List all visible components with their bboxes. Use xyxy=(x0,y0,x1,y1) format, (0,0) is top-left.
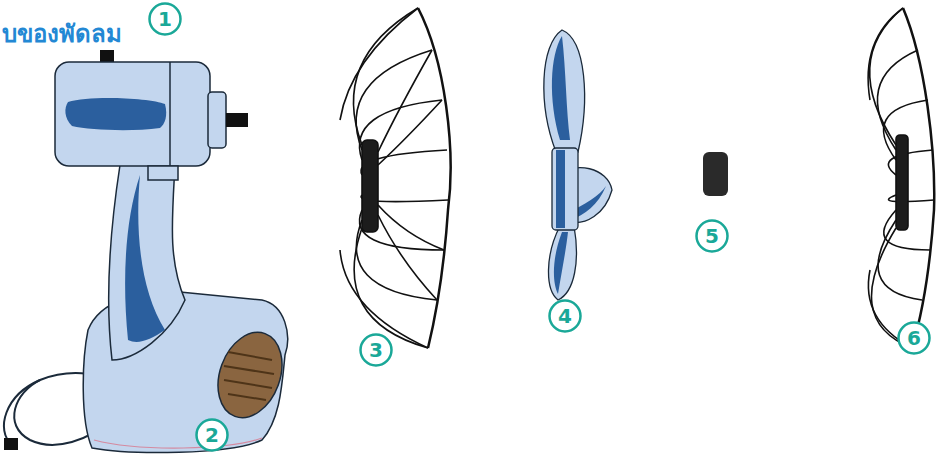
callout-number: 1 xyxy=(148,2,182,36)
fan-blades xyxy=(544,30,612,300)
rear-grill xyxy=(340,8,451,348)
callout-number: 3 xyxy=(359,333,393,367)
fan-body xyxy=(4,50,293,453)
spinner-cap xyxy=(703,152,728,196)
front-grill xyxy=(868,8,934,348)
callout-label: 2 xyxy=(205,423,219,447)
callout-label: 3 xyxy=(369,338,383,362)
callout-number: 5 xyxy=(695,219,729,253)
callout-label: 5 xyxy=(705,224,719,248)
callout-label: 4 xyxy=(558,304,572,328)
callout-number: 2 xyxy=(195,418,229,452)
callout-number: 6 xyxy=(897,321,931,355)
title: บของพัดลม xyxy=(2,14,122,53)
callout-label: 6 xyxy=(907,326,921,350)
callout-label: 1 xyxy=(158,7,172,31)
callout-number: 4 xyxy=(548,299,582,333)
